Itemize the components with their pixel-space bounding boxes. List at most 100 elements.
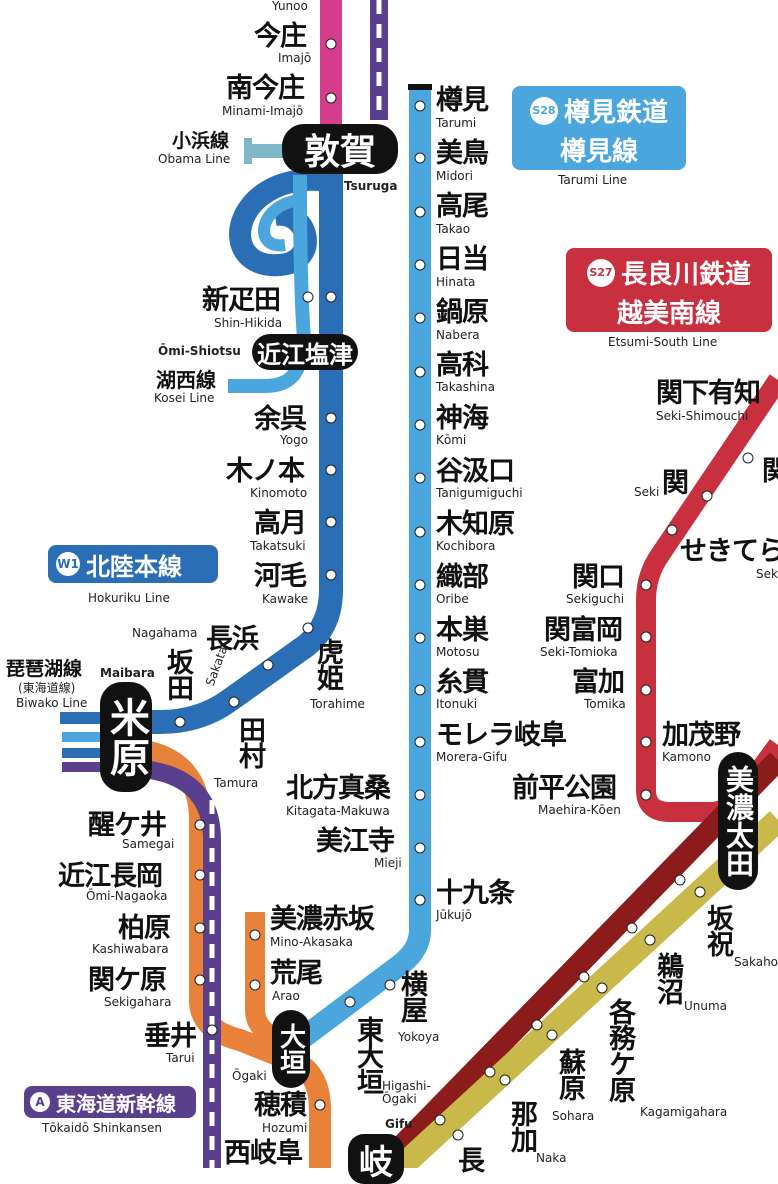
tomika-kanji: 富加 bbox=[572, 667, 625, 698]
sakahogi-romaji: Sakaho bbox=[734, 955, 778, 969]
sekigahara-romaji: Sekigahara bbox=[104, 995, 172, 1009]
nagahama-romaji: Nagahama bbox=[132, 626, 198, 640]
itonuki-romaji: Itonuki bbox=[436, 697, 478, 711]
tarui-kanji: 垂井 bbox=[144, 1021, 197, 1052]
tarumi-line-badge[interactable]: S28 樽見鉄道 樽見線 bbox=[512, 86, 686, 170]
motosu-romaji: Motosu bbox=[436, 645, 480, 659]
seki-shimouchi-kanji: 関下有知 bbox=[656, 378, 761, 409]
hozumi-romaji: Hozumi bbox=[262, 1121, 308, 1135]
yogo-romaji: Yogo bbox=[280, 433, 309, 447]
omi-nagaoka-romaji: Ōmi-Nagaoka bbox=[86, 889, 168, 903]
naga-partial-kanji: 長 bbox=[458, 1146, 485, 1177]
komi-romaji: Kōmi bbox=[436, 433, 467, 447]
nagaragawa-line-badge[interactable]: S27 長良川鉄道 越美南線 bbox=[566, 248, 772, 332]
kashiwabara-romaji: Kashiwabara bbox=[92, 942, 169, 956]
mieji-romaji: Mieji bbox=[374, 856, 402, 870]
morera-gifu-romaji: Morera-Gifu bbox=[436, 750, 508, 764]
kochibora-romaji: Kochibora bbox=[436, 539, 496, 553]
kosei-line-label: 湖西線 bbox=[156, 368, 216, 392]
sekiguchi-kanji: 関口 bbox=[572, 562, 625, 593]
kagamigahara-kanji: 各務ケ原 bbox=[604, 998, 635, 1102]
tsuruga-hub[interactable]: 敦賀 bbox=[282, 124, 398, 174]
nagaragawa-line-romaji: Etsumi-South Line bbox=[608, 335, 718, 349]
omi-nagaoka-kanji: 近江長岡 bbox=[58, 861, 163, 892]
yokoya-kanji: 横屋 bbox=[396, 970, 427, 1022]
mino-ota-hub[interactable]: 美濃太田 bbox=[718, 752, 758, 890]
seki-romaji: Seki bbox=[634, 485, 660, 499]
nagaragawa-line-name1: 長良川鉄道 bbox=[620, 260, 751, 290]
shin-hikida-kanji: 新疋田 bbox=[202, 285, 281, 316]
hozumi-kanji: 穂積 bbox=[254, 1090, 307, 1121]
higashi-ogaki-kanji: 東大垣 bbox=[352, 1016, 383, 1094]
olive-line bbox=[391, 811, 778, 1168]
mino-akasaka-romaji: Mino-Akasaka bbox=[270, 935, 353, 949]
takashina-kanji: 高科 bbox=[436, 350, 489, 381]
minami-imajo-kanji: 南今庄 bbox=[226, 73, 305, 104]
gifu-hub[interactable]: 岐 bbox=[348, 1134, 404, 1184]
sohara-kanji: 蘇原 bbox=[554, 1048, 585, 1100]
maehira-koen-romaji: Maehira-Kōen bbox=[538, 803, 621, 817]
ogaki-romaji: Ōgaki bbox=[232, 1069, 267, 1083]
yokoya-romaji: Yokoya bbox=[398, 1030, 440, 1044]
ogaki-hub[interactable]: 大垣 bbox=[272, 1010, 310, 1088]
kitagata-makuwa-kanji: 北方真桑 bbox=[286, 773, 391, 804]
gifu-romaji: Gifu bbox=[385, 1117, 413, 1131]
yogo-kanji: 余呉 bbox=[254, 404, 307, 435]
shinkansen-badge[interactable]: A 東海道新幹線 bbox=[24, 1086, 196, 1118]
maibara-hub[interactable]: 米原 bbox=[100, 682, 152, 792]
tarumi-line-name1: 樽見鉄道 bbox=[563, 98, 668, 128]
unuma-romaji: Unuma bbox=[684, 999, 728, 1013]
sekigahara-kanji: 関ケ原 bbox=[88, 965, 167, 996]
itonuki-kanji: 糸貫 bbox=[436, 667, 489, 698]
nagaragawa-line-name2: 越美南線 bbox=[616, 299, 721, 329]
samegai-romaji: Samegai bbox=[122, 837, 175, 851]
morera-gifu-kanji: モレラ岐阜 bbox=[436, 720, 567, 751]
arao-kanji: 荒尾 bbox=[270, 958, 323, 989]
shin-hikida-romaji: Shin-Hikida bbox=[214, 316, 283, 330]
omi-shiotsu-romaji: Ōmi-Shiotsu bbox=[158, 344, 241, 358]
maehira-koen-kanji: 前平公園 bbox=[512, 773, 617, 804]
obama-line bbox=[244, 144, 288, 158]
tarumi-line bbox=[293, 88, 431, 1049]
takashina-romaji: Takashina bbox=[436, 380, 495, 394]
arao-romaji: Arao bbox=[272, 989, 300, 1003]
naka-kanji: 那加 bbox=[506, 1100, 537, 1152]
kinomoto-kanji: 木ノ本 bbox=[226, 456, 305, 487]
kamono-romaji: Kamono bbox=[662, 750, 711, 764]
midori-romaji: Midori bbox=[436, 169, 473, 183]
higashi-ogaki-romaji: Higashi- Ōgaki bbox=[382, 1079, 431, 1107]
omi-shiotsu-hub[interactable]: 近江塩津 bbox=[252, 334, 358, 370]
takatsuki-kanji: 高月 bbox=[254, 508, 307, 539]
obama-line-romaji: Obama Line bbox=[158, 152, 231, 166]
tsuruga-romaji: Tsuruga bbox=[344, 179, 398, 193]
shinkansen-name: 東海道新幹線 bbox=[56, 1091, 176, 1116]
kitagata-makuwa-romaji: Kitagata-Makuwa bbox=[286, 804, 390, 818]
samegai-kanji: 醒ケ井 bbox=[88, 810, 167, 841]
sekiguchi-romaji: Sekiguchi bbox=[566, 592, 625, 606]
seki-tomioka-kanji: 関富岡 bbox=[544, 615, 623, 646]
shinkansen-code: A bbox=[30, 1092, 50, 1112]
takao-kanji: 高尾 bbox=[436, 191, 489, 222]
kamono-kanji: 加茂野 bbox=[662, 720, 741, 751]
biwako-line-label: 琵琶湖線 bbox=[6, 658, 83, 680]
tarumi-line-name2: 樽見線 bbox=[559, 137, 638, 167]
hokuriku-line-name: 北陸本線 bbox=[86, 552, 182, 581]
torahime-kanji: 虎姫 bbox=[312, 638, 343, 690]
mieji-kanji: 美江寺 bbox=[316, 826, 395, 857]
nabera-kanji: 鍋原 bbox=[436, 297, 489, 328]
takatsuki-romaji: Takatsuki bbox=[250, 539, 306, 553]
naka-romaji: Naka bbox=[536, 1151, 567, 1165]
hokuriku-line-badge[interactable]: W1 北陸本線 bbox=[48, 545, 218, 583]
imajo-kanji: 今庄 bbox=[254, 21, 307, 52]
imajo-romaji: Imajō bbox=[278, 51, 312, 65]
dark-red-line bbox=[372, 752, 778, 1168]
sakata-kanji: 坂田 bbox=[162, 648, 193, 700]
seki-tetsu-romaji: Sek bbox=[756, 567, 778, 581]
torahime-romaji: Torahime bbox=[310, 697, 365, 711]
hinata-kanji: 日当 bbox=[436, 244, 489, 275]
hinata-romaji: Hinata bbox=[436, 275, 476, 289]
motosu-kanji: 本巣 bbox=[436, 615, 489, 646]
kagamigahara-romaji: Kagamigahara bbox=[640, 1105, 728, 1119]
tarui-romaji: Tarui bbox=[166, 1051, 195, 1065]
kinomoto-romaji: Kinomoto bbox=[250, 486, 308, 500]
